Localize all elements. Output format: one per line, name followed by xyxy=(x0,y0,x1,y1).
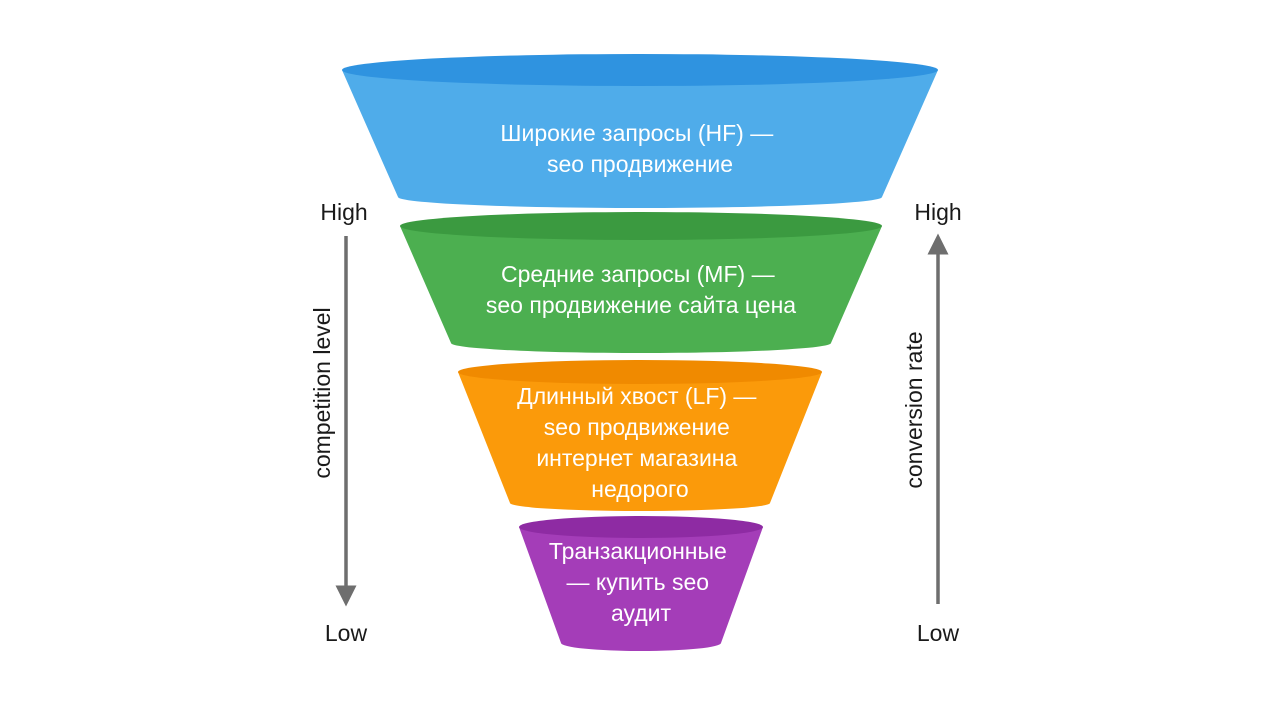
left-axis-top-label: High xyxy=(320,199,367,225)
funnel-stage-4-body xyxy=(519,527,763,651)
funnel-stage-4-line-1: Транзакционные xyxy=(549,538,727,564)
funnel-stage-1-line-1: Широкие запросы (HF) — xyxy=(500,120,773,146)
funnel-stage-3-label: Длинный хвост (LF) — seo продвижение инт… xyxy=(517,383,763,502)
right-axis-title: conversion rate xyxy=(901,331,927,488)
funnel-stage-3-line-1: Длинный хвост (LF) — xyxy=(517,383,756,409)
funnel-stage-2: Средние запросы (MF) — seo продвижение с… xyxy=(400,212,882,353)
funnel-stage-4-line-3: аудит xyxy=(611,600,672,626)
left-axis-bottom-label: Low xyxy=(325,620,368,646)
funnel-stage-4-line-2: — купить seo xyxy=(567,569,710,595)
funnel-stage-1-line-2: seo продвижение xyxy=(547,151,733,177)
funnel-stage-2-label: Средние запросы (MF) — seo продвижение с… xyxy=(486,261,796,318)
funnel-stage-2-line-1: Средние запросы (MF) — xyxy=(501,261,775,287)
right-axis-top-label: High xyxy=(914,199,961,225)
funnel-stage-3-line-4: недорого xyxy=(591,476,688,502)
funnel-stage-3-line-2: seo продвижение xyxy=(544,414,730,440)
funnel-stage-1-rim xyxy=(342,54,938,86)
funnel-stage-3-rim xyxy=(458,360,822,384)
funnel-stage-1-body xyxy=(342,70,938,208)
funnel-stage-4-label: Транзакционные — купить seo аудит xyxy=(549,538,733,626)
right-axis: High conversion rate Low xyxy=(901,199,962,646)
funnel-stage-4: Транзакционные — купить seo аудит xyxy=(519,516,763,651)
funnel-stage-1: Широкие запросы (HF) — seo продвижение xyxy=(342,54,938,208)
funnel-stage-4-rim xyxy=(519,516,763,538)
right-axis-bottom-label: Low xyxy=(917,620,960,646)
funnel-stage-2-rim xyxy=(400,212,882,240)
funnel-stages: Широкие запросы (HF) — seo продвижение С… xyxy=(342,54,938,651)
funnel-stage-1-label: Широкие запросы (HF) — seo продвижение xyxy=(500,120,779,177)
funnel-stage-3: Длинный хвост (LF) — seo продвижение инт… xyxy=(458,360,822,511)
left-axis-title: competition level xyxy=(309,307,335,478)
left-axis: High competition level Low xyxy=(309,199,368,646)
funnel-stage-2-line-2: seo продвижение сайта цена xyxy=(486,292,796,318)
funnel-stage-3-body xyxy=(458,372,822,511)
funnel-stage-3-line-3: интернет магазина xyxy=(536,445,737,471)
funnel-stage-2-body xyxy=(400,226,882,353)
